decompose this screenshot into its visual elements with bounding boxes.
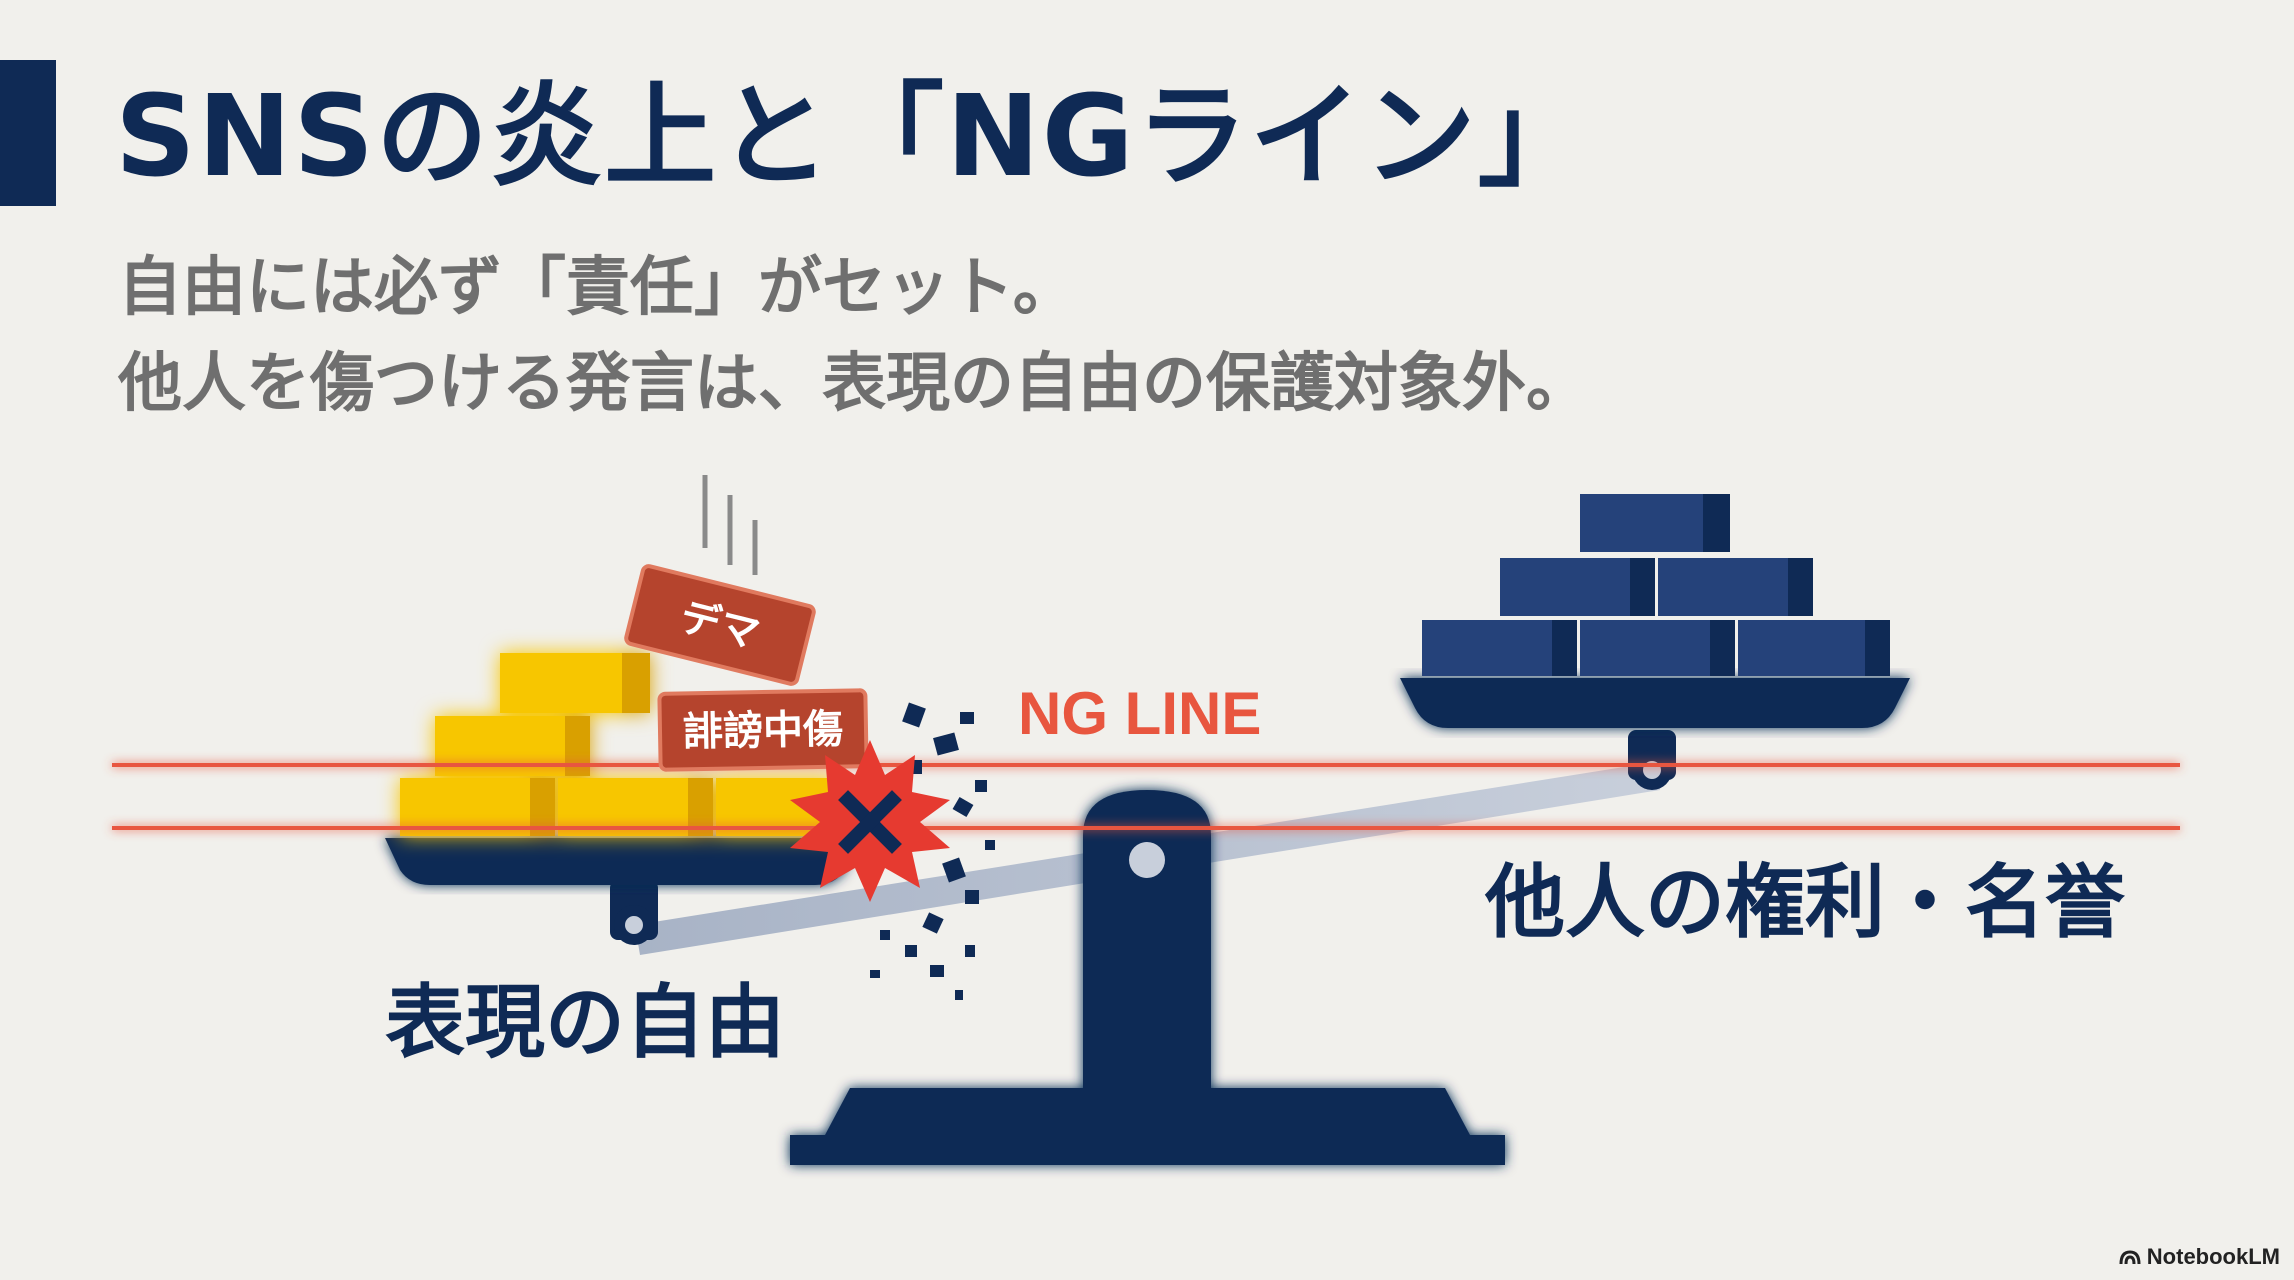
- navy-bricks: [1422, 494, 1890, 676]
- pivot-pin: [1129, 842, 1165, 878]
- navy-brick: [1738, 620, 1890, 676]
- subtitle-line-2: 他人を傷つける発言は、表現の自由の保護対象外。: [118, 347, 1590, 421]
- notebooklm-logo-icon: [2119, 1250, 2141, 1265]
- motion-lines: [702, 475, 758, 575]
- notebooklm-watermark: NotebookLM: [2119, 1244, 2280, 1270]
- slide-title: SNSの炎上と「NGライン」: [115, 72, 1592, 202]
- right-pan-label: 他人の権利・名誉: [1484, 856, 2126, 949]
- debris-shards: [870, 702, 995, 1000]
- navy-brick: [1580, 620, 1735, 676]
- title-accent-bar: [0, 60, 56, 206]
- left-pan-label: 表現の自由: [385, 976, 785, 1069]
- falling-block-hibou-label: 誹謗中傷: [683, 707, 844, 756]
- left-pan: [385, 838, 860, 885]
- falling-block-dema: デマ: [624, 564, 816, 686]
- collision-burst: [790, 740, 950, 902]
- right-pan: [1400, 678, 1910, 728]
- slide-subtitle: 自由には必ず「責任」がセット。 他人を傷つける発言は、表現の自由の保護対象外。: [118, 240, 1590, 432]
- balance-base: [790, 790, 1505, 1165]
- ng-lines: [112, 763, 2180, 830]
- navy-brick: [1658, 558, 1813, 616]
- navy-brick: [1500, 558, 1655, 616]
- ng-line-label: NG LINE: [1018, 680, 1261, 747]
- navy-brick: [1422, 620, 1577, 676]
- subtitle-line-1: 自由には必ず「責任」がセット。: [118, 251, 1077, 325]
- right-hanger: [1628, 730, 1676, 790]
- watermark-brand: NotebookLM: [2146, 1244, 2280, 1269]
- close-icon: [838, 790, 902, 854]
- left-hanger: [610, 880, 658, 945]
- falling-block-hibou: 誹謗中傷: [657, 688, 869, 772]
